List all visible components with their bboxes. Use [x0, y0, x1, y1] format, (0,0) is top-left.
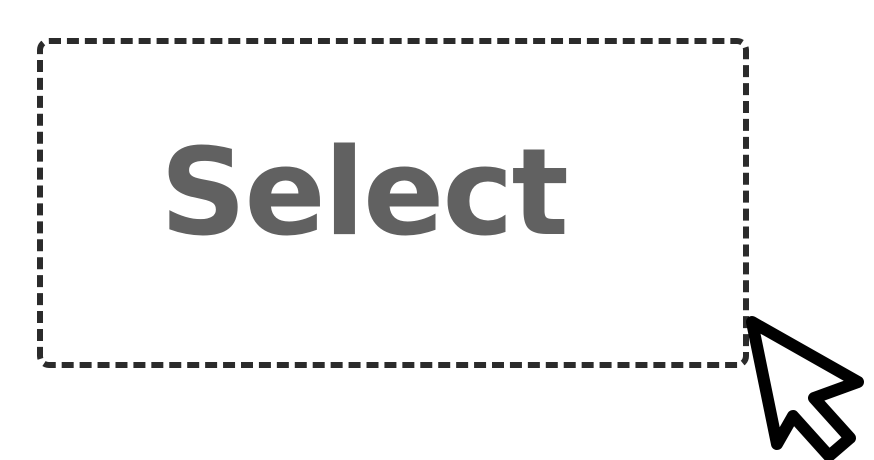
- mouse-pointer-icon: [746, 316, 864, 460]
- select-label: Select: [160, 124, 569, 263]
- dashed-selection-area[interactable]: [37, 38, 749, 368]
